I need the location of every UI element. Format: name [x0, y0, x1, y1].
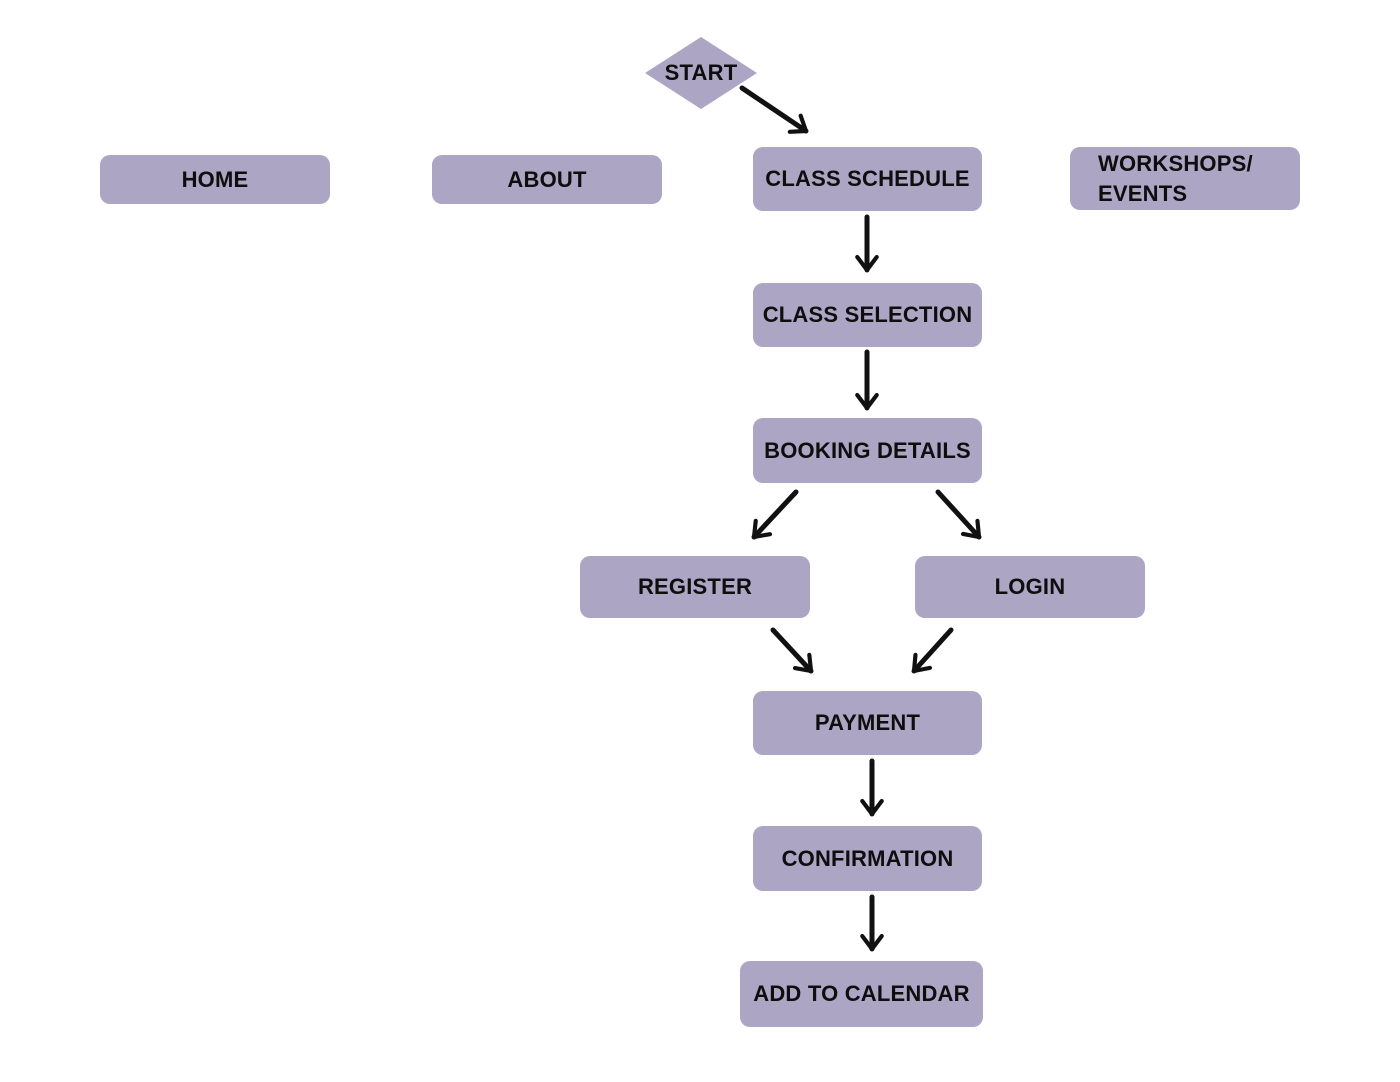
node-workshops-events-label-line1: WORKSHOPS/ — [1098, 150, 1253, 176]
arrow-register-to-payment — [770, 627, 814, 674]
arrow-booking-details-to-login — [935, 489, 982, 540]
node-confirmation: CONFIRMATION — [753, 826, 982, 891]
node-about-label: ABOUT — [507, 166, 587, 192]
node-confirmation-label: CONFIRMATION — [781, 845, 954, 871]
node-login: LOGIN — [915, 556, 1145, 618]
node-workshops-events-label-line2: EVENTS — [1098, 180, 1188, 206]
node-register: REGISTER — [580, 556, 810, 618]
arrow-booking-details-to-register — [751, 489, 799, 540]
node-login-label: LOGIN — [994, 574, 1066, 599]
arrow-start-to-class-schedule — [739, 85, 809, 134]
node-payment: PAYMENT — [753, 691, 982, 755]
node-about: ABOUT — [432, 155, 662, 204]
node-home-label: HOME — [181, 166, 249, 192]
node-class-schedule: CLASS SCHEDULE — [753, 147, 982, 211]
node-start-label: START — [664, 60, 738, 85]
node-add-to-calendar: ADD TO CALENDAR — [740, 961, 983, 1027]
node-add-to-calendar-label: ADD TO CALENDAR — [753, 981, 970, 1006]
node-home: HOME — [100, 155, 330, 204]
node-start: START — [645, 37, 757, 109]
node-class-selection: CLASS SELECTION — [753, 283, 982, 347]
node-workshops-events: WORKSHOPS/ EVENTS — [1070, 147, 1300, 210]
node-payment-label: PAYMENT — [814, 710, 921, 735]
node-class-selection-label: CLASS SELECTION — [762, 302, 973, 327]
node-register-label: REGISTER — [637, 574, 753, 599]
node-class-schedule-label: CLASS SCHEDULE — [765, 166, 970, 191]
arrow-login-to-payment — [911, 627, 954, 674]
node-booking-details: BOOKING DETAILS — [753, 418, 982, 483]
node-booking-details-label: BOOKING DETAILS — [764, 437, 971, 463]
